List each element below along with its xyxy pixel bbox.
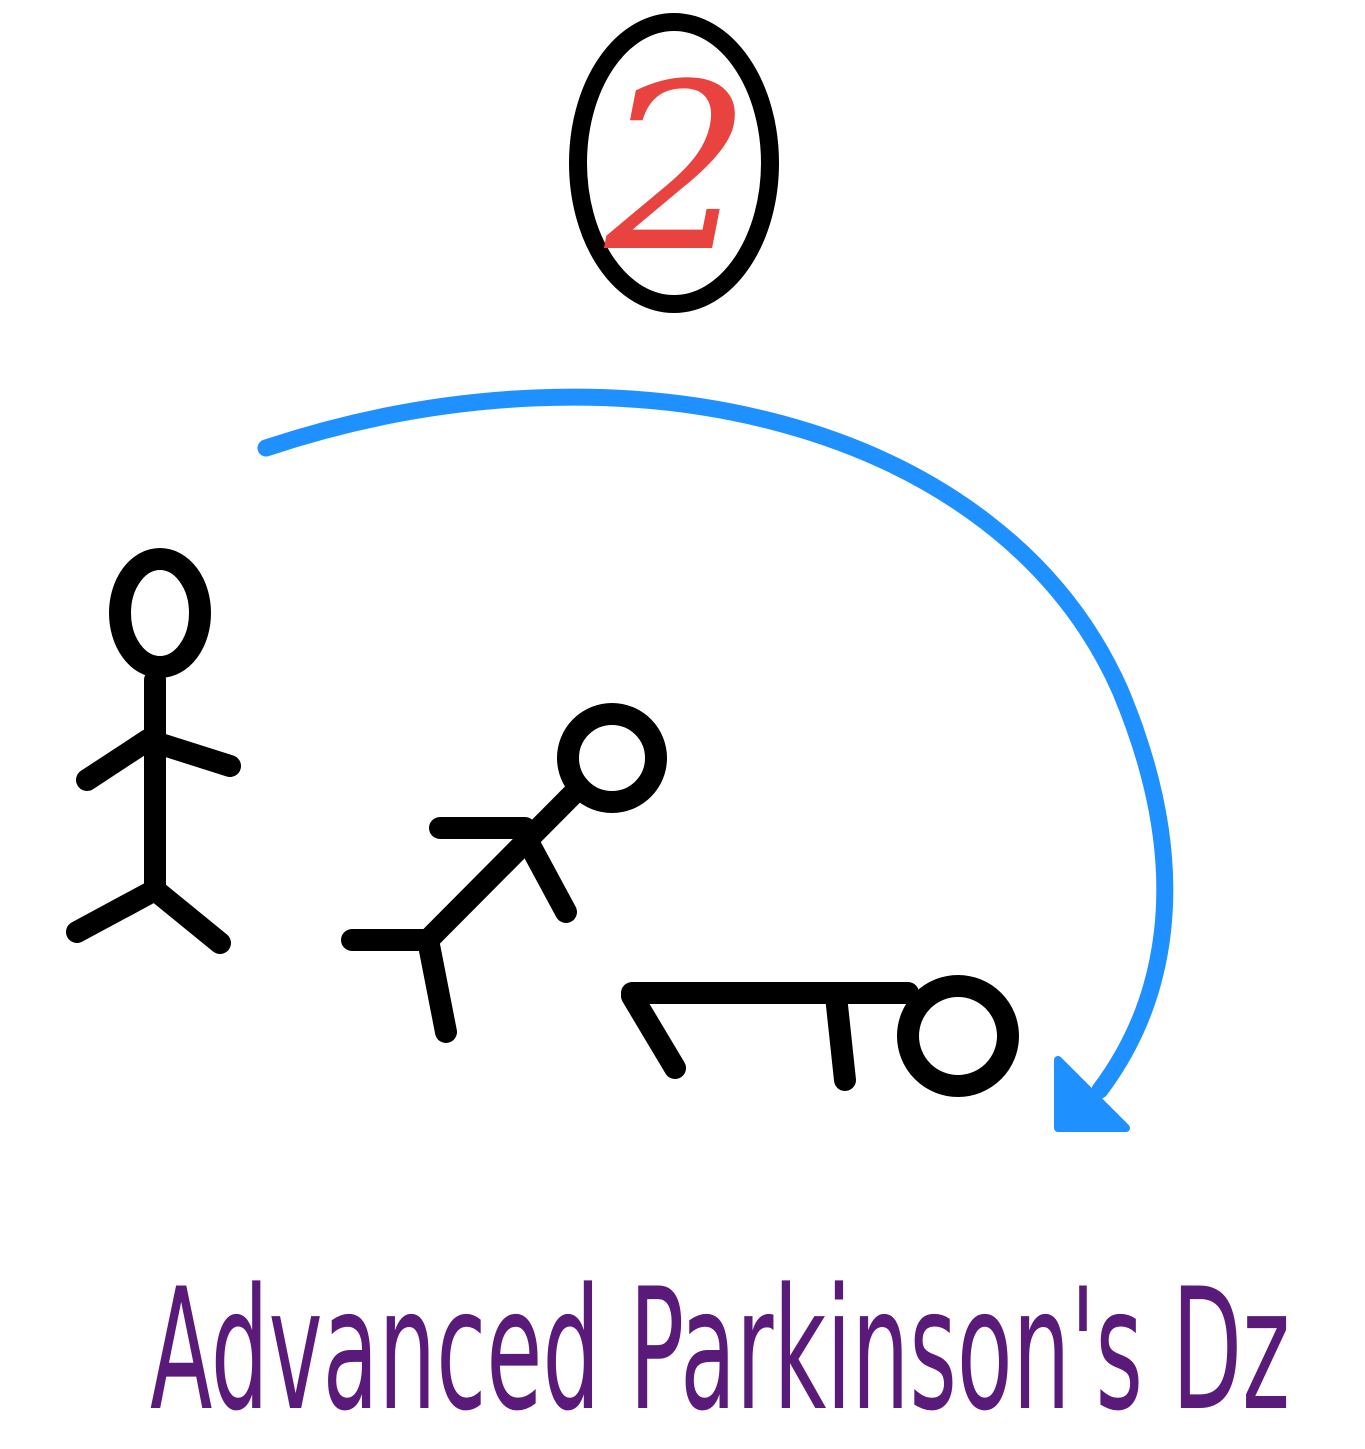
progression-arrow <box>257 388 1174 1132</box>
stick-figure-standing <box>66 548 241 954</box>
falling-figure-legs <box>341 929 457 1043</box>
step-badge: 2 <box>569 13 779 313</box>
step-number: 2 <box>604 36 751 303</box>
stick-figure-lying <box>621 975 1019 1097</box>
falling-figure-body <box>417 781 586 951</box>
standing-figure-legs <box>66 879 231 954</box>
standing-figure-head <box>109 548 211 678</box>
stick-figure-falling <box>341 703 667 1043</box>
standing-figure-arms <box>76 729 241 791</box>
caption-text: Advanced Parkinson's Dz <box>150 1252 1290 1448</box>
arrowhead-icon <box>1054 1056 1130 1132</box>
lying-figure-leg <box>621 985 686 1079</box>
falling-figure-arm-back <box>514 825 577 923</box>
arrow-curve <box>257 388 1174 1099</box>
step-badge-circle <box>569 13 779 313</box>
lying-figure-arm <box>825 985 856 1091</box>
falling-figure-head <box>557 703 667 813</box>
lying-figure-head <box>897 975 1019 1097</box>
